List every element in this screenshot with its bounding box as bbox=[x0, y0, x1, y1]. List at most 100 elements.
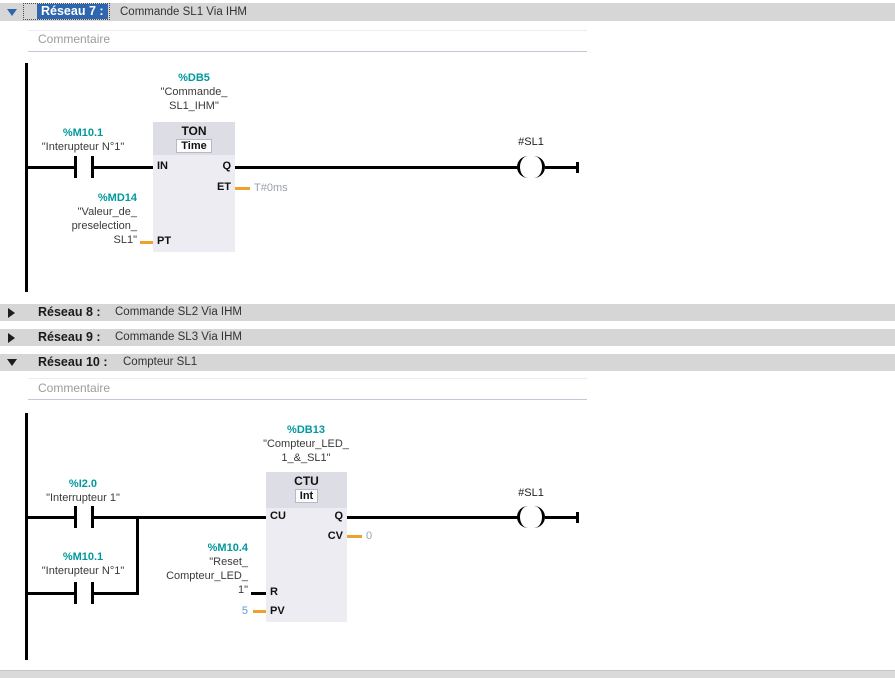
block-type-label: TON bbox=[181, 124, 207, 138]
r-operand-address[interactable]: %M10.4 bbox=[207, 542, 248, 554]
rung-end-tick bbox=[576, 512, 579, 523]
contact-address[interactable]: %M10.1 bbox=[62, 127, 104, 139]
et-value[interactable]: T#0ms bbox=[254, 182, 288, 194]
wire bbox=[347, 516, 518, 519]
db-name-line2: SL1_IHM" bbox=[169, 100, 219, 112]
contact-bar bbox=[91, 156, 94, 178]
network-10-title[interactable]: Réseau 10 : bbox=[38, 355, 108, 369]
ton-timer-block[interactable]: TON Time bbox=[153, 122, 235, 252]
comment-divider bbox=[28, 378, 587, 379]
r-operand-name-line3: 1" bbox=[237, 584, 248, 596]
rung-end-tick bbox=[576, 162, 579, 173]
contact-name[interactable]: "Interupteur N°1" bbox=[41, 141, 125, 153]
network-9-header[interactable]: Réseau 9 : Commande SL3 Via IHM bbox=[0, 329, 895, 346]
contact-bar bbox=[91, 582, 94, 604]
ton-block-header: TON Time bbox=[153, 122, 235, 155]
db-instance-label[interactable]: %DB5 "Commande_ SL1_IHM" bbox=[134, 71, 254, 113]
wire bbox=[25, 592, 74, 595]
r-operand-name-line1: "Reset_ bbox=[209, 556, 248, 568]
network-7-title-selection[interactable]: Réseau 7 : bbox=[23, 3, 110, 20]
pin-pt[interactable]: PT bbox=[157, 235, 172, 247]
network-8-title[interactable]: Réseau 8 : bbox=[38, 305, 101, 319]
pt-operand-name-line2: preselection_ bbox=[71, 220, 137, 232]
comment-divider bbox=[28, 30, 587, 31]
expand-triangle-icon[interactable] bbox=[8, 308, 15, 318]
pin-et[interactable]: ET bbox=[216, 181, 231, 193]
network-8-subtitle[interactable]: Commande SL2 Via IHM bbox=[115, 306, 242, 318]
comment-divider bbox=[28, 51, 587, 52]
pin-q[interactable]: Q bbox=[334, 510, 343, 522]
wire-r bbox=[251, 592, 266, 595]
block-datatype-label[interactable]: Int bbox=[294, 489, 319, 503]
block-datatype-label[interactable]: Time bbox=[176, 139, 212, 153]
db-address[interactable]: %DB13 bbox=[287, 424, 325, 436]
network-7-title[interactable]: Réseau 7 : bbox=[37, 4, 108, 19]
r-operand-label[interactable]: %M10.4 "Reset_ Compteur_LED_ 1" bbox=[146, 541, 248, 597]
collapse-triangle-icon[interactable] bbox=[7, 359, 17, 366]
network-10-comment[interactable]: Commentaire bbox=[38, 381, 111, 395]
contact-address[interactable]: %M10.1 bbox=[62, 551, 104, 563]
contact-bar bbox=[91, 506, 94, 528]
db-address[interactable]: %DB5 bbox=[178, 72, 210, 84]
contact-bar bbox=[74, 582, 77, 604]
pin-cu[interactable]: CU bbox=[270, 510, 286, 522]
wire-pv bbox=[253, 610, 266, 613]
ctu-counter-block[interactable]: CTU Int bbox=[266, 472, 347, 622]
network-8-header[interactable]: Réseau 8 : Commande SL2 Via IHM bbox=[0, 304, 895, 321]
wire bbox=[94, 592, 139, 595]
pt-operand-name-line3: SL1" bbox=[113, 234, 137, 246]
wire bbox=[235, 166, 518, 169]
pin-q[interactable]: Q bbox=[222, 160, 231, 172]
power-rail bbox=[25, 63, 28, 292]
pt-operand-label[interactable]: %MD14 "Valeur_de_ preselection_ SL1" bbox=[47, 191, 137, 247]
pin-pv[interactable]: PV bbox=[270, 605, 285, 617]
db-name-line1: "Commande_ bbox=[160, 86, 228, 98]
network-10-header[interactable]: Réseau 10 : Compteur SL1 bbox=[0, 354, 895, 371]
wire bbox=[94, 516, 266, 519]
network-7-comment[interactable]: Commentaire bbox=[38, 32, 111, 46]
wire bbox=[545, 166, 576, 169]
wire bbox=[25, 516, 74, 519]
contact-bar bbox=[74, 156, 77, 178]
branch-junction-wire bbox=[136, 516, 139, 595]
contact-name[interactable]: "Interrupteur 1" bbox=[46, 492, 120, 504]
network-9-subtitle[interactable]: Commande SL3 Via IHM bbox=[115, 331, 242, 343]
pin-cv[interactable]: CV bbox=[327, 530, 343, 542]
bottom-scroll-strip[interactable] bbox=[0, 670, 895, 678]
pin-r[interactable]: R bbox=[270, 586, 278, 598]
network-7-subtitle[interactable]: Commande SL1 Via IHM bbox=[120, 6, 247, 18]
comment-divider bbox=[28, 399, 587, 400]
pt-operand-address[interactable]: %MD14 bbox=[97, 192, 137, 204]
pt-operand-name-line1: "Valeur_de_ bbox=[77, 206, 137, 218]
collapse-triangle-icon[interactable] bbox=[7, 9, 17, 16]
r-operand-name-line2: Compteur_LED_ bbox=[166, 570, 248, 582]
pv-value[interactable]: 5 bbox=[241, 605, 248, 617]
wire-pt bbox=[140, 241, 153, 244]
pin-in[interactable]: IN bbox=[157, 160, 168, 172]
db-instance-label[interactable]: %DB13 "Compteur_LED_ 1_&_SL1" bbox=[241, 423, 371, 465]
coil-symbol[interactable] bbox=[534, 506, 545, 528]
ctu-block-header: CTU Int bbox=[266, 472, 347, 508]
wire bbox=[94, 166, 153, 169]
coil-symbol[interactable] bbox=[517, 156, 528, 178]
network-9-title[interactable]: Réseau 9 : bbox=[38, 330, 101, 344]
contact-address[interactable]: %I2.0 bbox=[68, 478, 98, 490]
expand-triangle-icon[interactable] bbox=[8, 333, 15, 343]
network-10-subtitle[interactable]: Compteur SL1 bbox=[123, 356, 198, 368]
cv-value[interactable]: 0 bbox=[366, 530, 373, 542]
coil-name[interactable]: #SL1 bbox=[518, 136, 544, 148]
network-7-header[interactable]: Réseau 7 : Commande SL1 Via IHM bbox=[0, 3, 895, 21]
contact-name[interactable]: "Interupteur N°1" bbox=[41, 565, 125, 577]
coil-symbol[interactable] bbox=[534, 156, 545, 178]
coil-symbol[interactable] bbox=[517, 506, 528, 528]
block-type-label: CTU bbox=[294, 474, 319, 488]
coil-name[interactable]: #SL1 bbox=[518, 487, 544, 499]
db-name-line1: "Compteur_LED_ bbox=[263, 438, 349, 450]
wire bbox=[545, 516, 576, 519]
power-rail bbox=[25, 413, 28, 660]
wire bbox=[25, 166, 74, 169]
db-name-line2: 1_&_SL1" bbox=[281, 452, 331, 464]
wire-et bbox=[235, 187, 250, 190]
contact-bar bbox=[74, 506, 77, 528]
